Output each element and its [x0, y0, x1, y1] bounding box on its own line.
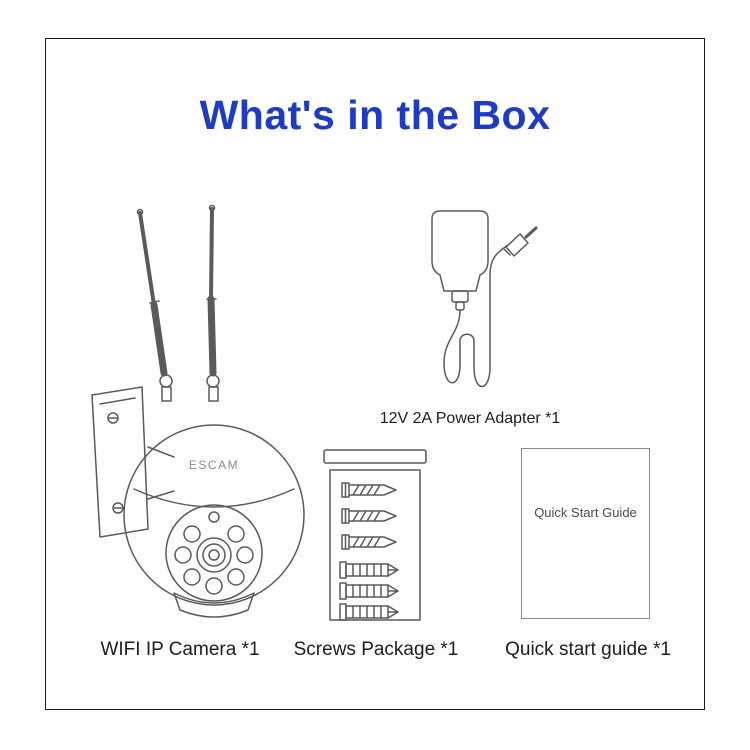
package-header-bar — [323, 449, 427, 464]
wall-anchor-icons — [339, 561, 399, 621]
screws-package-illustration — [323, 449, 427, 621]
wifi-camera-illustration: ESCAM — [91, 204, 305, 618]
antenna-left-icon — [136, 208, 173, 402]
camera-base-icon — [173, 592, 255, 618]
page-title: What's in the Box — [199, 92, 551, 138]
led-ring-icon — [174, 525, 254, 595]
package-bag — [329, 469, 421, 621]
guide-cover-title: Quick Start Guide — [534, 505, 637, 520]
power-adapter-illustration — [431, 210, 538, 388]
antenna-right-icon — [206, 204, 220, 402]
adapter-body-icon — [431, 210, 489, 311]
adapter-cable-icon — [443, 244, 509, 388]
camera-label: WIFI IP Camera *1 — [100, 639, 260, 660]
wall-bracket-icon — [91, 386, 175, 538]
quick-start-guide-booklet: Quick Start Guide — [521, 448, 650, 619]
adapter-label: 12V 2A Power Adapter *1 — [379, 410, 561, 427]
screw-icons — [341, 482, 397, 550]
screws-label: Screws Package *1 — [293, 639, 459, 660]
camera-brand-text: ESCAM — [189, 458, 239, 472]
dc-plug-icon — [503, 226, 538, 257]
camera-body-icon: ESCAM — [123, 424, 305, 618]
guide-label: Quick start guide *1 — [505, 639, 671, 660]
camera-lens-face-icon — [165, 504, 263, 602]
